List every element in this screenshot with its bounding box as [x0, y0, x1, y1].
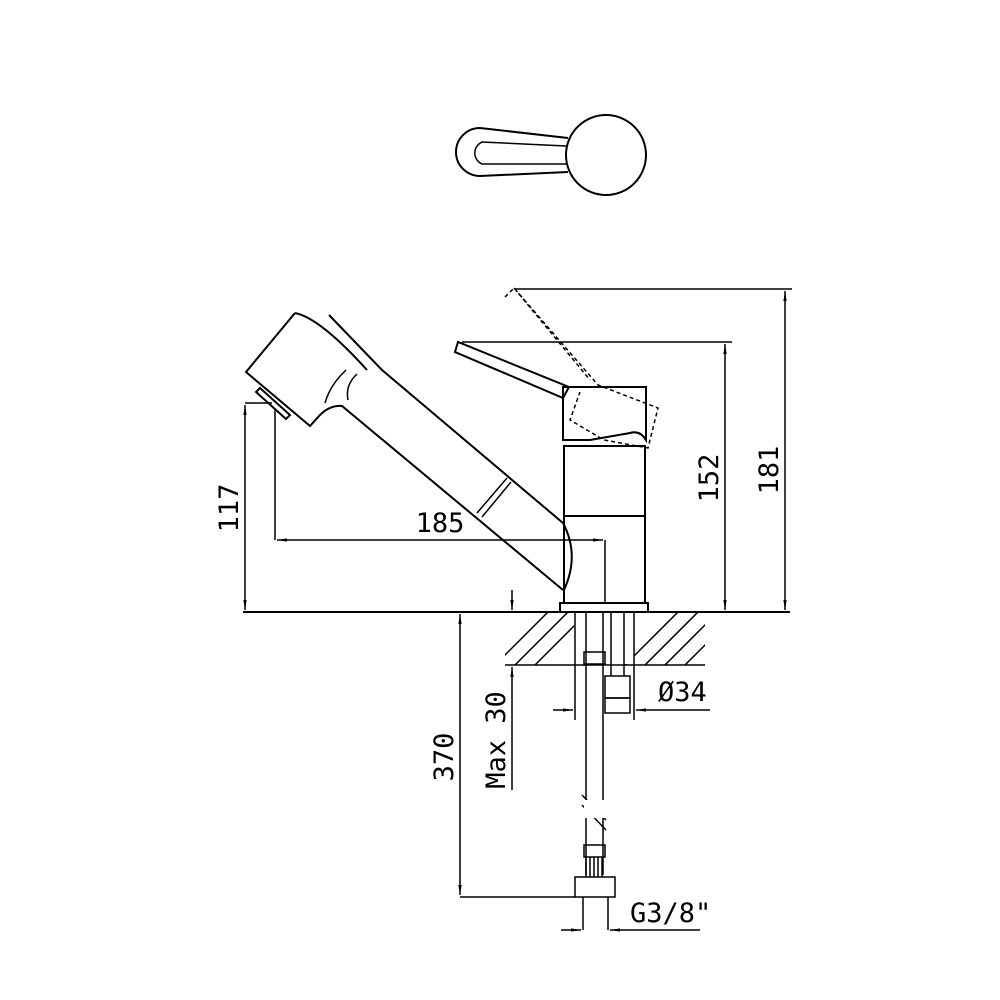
pull-out-spout — [244, 312, 573, 591]
faucet-body — [453, 286, 659, 613]
dim-181: 181 — [754, 446, 785, 495]
dim-117: 117 — [214, 484, 245, 533]
dim-185: 185 — [416, 508, 465, 539]
dim-g3-8: G3/8" — [630, 898, 711, 929]
countertop — [243, 611, 790, 720]
dim-152: 152 — [694, 454, 725, 503]
supply-hoses — [574, 612, 631, 898]
dimension-labels: 117 185 152 181 370 Max 30 Ø34 G3/8" — [214, 446, 785, 929]
dim-370: 370 — [429, 733, 460, 782]
dim-diameter-34: Ø34 — [658, 677, 707, 708]
top-view — [455, 114, 647, 196]
dim-max-30: Max 30 — [481, 691, 512, 789]
dimension-lines — [245, 288, 792, 930]
